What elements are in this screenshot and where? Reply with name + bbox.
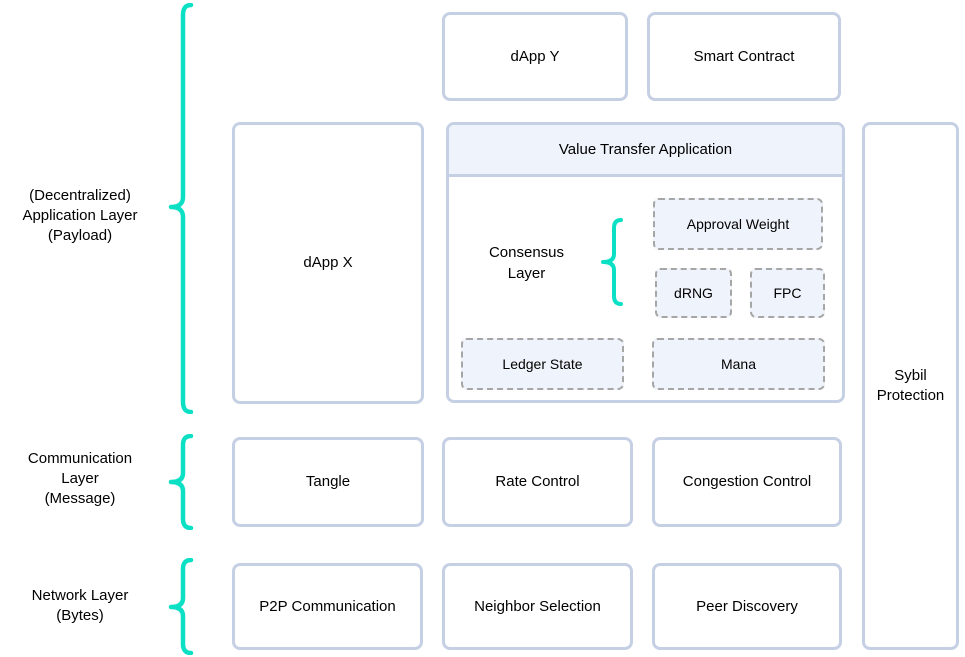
communication-layer-label: Communication Layer (Message) (0, 449, 160, 509)
application-layer-brace (168, 3, 198, 414)
communication-layer-label-line2: Layer (61, 470, 99, 487)
box-peer-discovery: Peer Discovery (652, 563, 842, 650)
box-dapp-x-label: dApp X (303, 254, 353, 271)
box-smart-contract-label: Smart Contract (693, 47, 795, 65)
box-drng-label: dRNG (674, 285, 713, 301)
application-layer-label-line2: Application Layer (22, 207, 138, 224)
box-approval-weight: Approval Weight (653, 198, 823, 250)
box-dapp-y: dApp Y (442, 12, 628, 101)
value-transfer-application-header: Value Transfer Application (449, 125, 842, 177)
box-neighbor-selection-label: Neighbor Selection (474, 597, 601, 615)
box-ledger-state-label: Ledger State (502, 356, 583, 372)
box-dapp-y-label: dApp Y (510, 47, 560, 65)
box-peer-discovery-label: Peer Discovery (696, 597, 798, 615)
box-approval-weight-label: Approval Weight (686, 216, 790, 232)
consensus-layer-label-line1: Consensus (488, 244, 565, 261)
box-tangle: Tangle (232, 437, 424, 527)
box-ledger-state: Ledger State (461, 338, 624, 390)
communication-layer-label-line1: Communication (27, 450, 133, 467)
consensus-layer-brace (601, 218, 627, 306)
box-smart-contract: Smart Contract (647, 12, 841, 101)
box-mana: Mana (652, 338, 825, 390)
box-congestion-control-label: Congestion Control (682, 473, 812, 490)
box-tangle-label: Tangle (305, 473, 351, 490)
box-dapp-x: dApp X (232, 122, 424, 404)
network-layer-label: Network Layer (Bytes) (0, 586, 160, 626)
application-layer-label-line1: (Decentralized) (29, 187, 131, 204)
communication-layer-brace (168, 434, 198, 530)
value-transfer-application-title: Value Transfer Application (558, 141, 733, 158)
box-sybil-protection-label-line2: Protection (876, 387, 945, 404)
value-transfer-application-container: Value Transfer Application Consensus Lay… (446, 122, 845, 403)
box-p2p-communication-label: P2P Communication (259, 597, 396, 615)
consensus-layer-label-line2: Layer (507, 265, 546, 282)
box-sybil-protection: Sybil Protection (862, 122, 959, 650)
box-drng: dRNG (655, 268, 732, 318)
box-sybil-protection-label-line1: Sybil (894, 367, 927, 384)
application-layer-label-line3: (Payload) (47, 227, 113, 244)
box-rate-control: Rate Control (442, 437, 633, 527)
box-fpc-label: FPC (773, 285, 802, 301)
network-layer-label-line2: (Bytes) (56, 607, 104, 624)
network-layer-label-line1: Network Layer (31, 587, 129, 604)
network-layer-brace (168, 558, 198, 655)
box-congestion-control: Congestion Control (652, 437, 842, 527)
box-fpc: FPC (750, 268, 825, 318)
box-rate-control-label: Rate Control (495, 473, 580, 490)
box-mana-label: Mana (720, 356, 757, 372)
communication-layer-label-line3: (Message) (44, 490, 116, 507)
consensus-layer-label: Consensus Layer (459, 242, 594, 284)
application-layer-label: (Decentralized) Application Layer (Paylo… (0, 186, 160, 246)
box-p2p-communication: P2P Communication (232, 563, 423, 650)
box-neighbor-selection: Neighbor Selection (442, 563, 633, 650)
